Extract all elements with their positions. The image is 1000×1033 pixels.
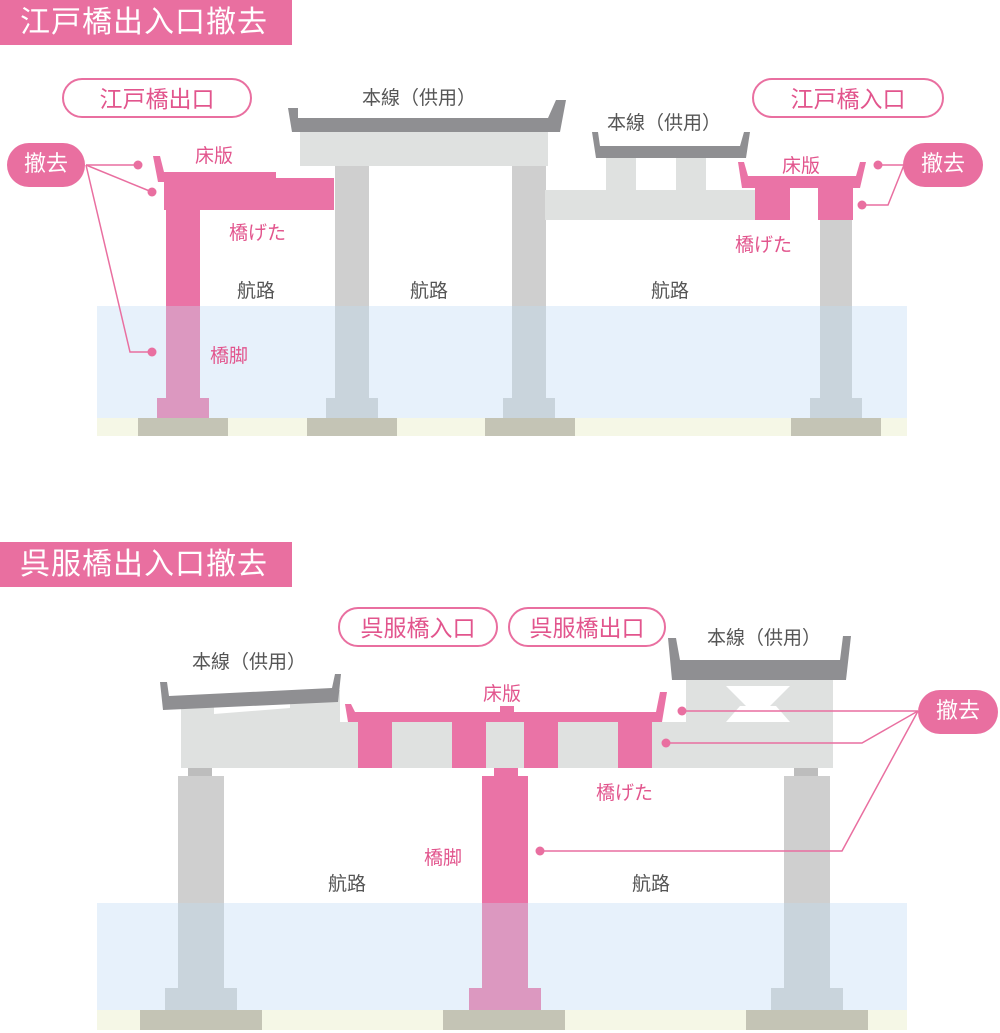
section-title-gofukubashi: 呉服橋出入口撤去 (0, 542, 292, 587)
channel-label-1: 航路 (328, 873, 367, 895)
exit-pier-base (157, 398, 209, 418)
exit-pier-underwater (166, 306, 200, 400)
mainline-deck-right (592, 132, 750, 158)
channel-label-2: 航路 (410, 280, 449, 302)
pier-right (784, 776, 830, 903)
mainline-post-1 (606, 156, 636, 190)
gofukubashi-diagram (97, 636, 919, 1030)
entrance-girder-b (818, 188, 853, 220)
edobashi-exit-label: 江戸橋出口 (62, 78, 252, 118)
exit-deck (153, 156, 276, 182)
footing-1 (138, 418, 228, 436)
exit-pier (166, 206, 200, 306)
gofukubashi-exit-label: 呉服橋出口 (508, 607, 666, 647)
water (97, 306, 907, 418)
mainline-girder-left (300, 128, 548, 166)
footing-4 (791, 418, 881, 436)
mainline-label-left: 本線（供用） (192, 651, 307, 673)
mainline-deck-right (668, 636, 851, 680)
edobashi-entrance-label: 江戸橋入口 (752, 78, 944, 118)
pier-label: 橋脚 (424, 847, 463, 869)
edobashi-diagram (85, 100, 914, 436)
girder-label-left: 橋げた (229, 222, 287, 244)
channel-label-3: 航路 (651, 280, 690, 302)
removal-badge-right: 撤去 (903, 143, 983, 187)
removed-pier-underwater (482, 903, 528, 990)
footing-2 (307, 418, 397, 436)
channel-label-1: 航路 (237, 280, 276, 302)
deck-label-right: 床版 (782, 155, 821, 177)
footing-center (443, 1010, 565, 1030)
mainline-label-left: 本線（供用） (362, 87, 477, 109)
exit-girder (164, 178, 334, 210)
removed-girder-2 (452, 722, 486, 768)
deck-label-left: 床版 (195, 145, 234, 167)
main-girder (181, 722, 833, 768)
entrance-girder-a (755, 188, 790, 220)
mainline-deck-left (288, 100, 566, 132)
deck-label: 床版 (483, 683, 522, 705)
mainline-label-right: 本線（供用） (707, 627, 822, 649)
removed-deck (345, 692, 667, 722)
mainline-girder-right (545, 190, 755, 220)
girder-label: 橋げた (596, 782, 654, 804)
girder-label-right: 橋げた (735, 234, 793, 256)
gofukubashi-entrance-label: 呉服橋入口 (338, 607, 498, 647)
removed-girder-4 (618, 722, 652, 768)
removal-badge-left: 撤去 (7, 143, 85, 187)
removed-pier (482, 776, 528, 903)
section-title-edobashi: 江戸橋出入口撤去 (0, 0, 292, 45)
pier-left (178, 776, 224, 903)
channel-label-2: 航路 (632, 873, 671, 895)
entrance-deck (738, 162, 866, 188)
pier-label: 橋脚 (210, 345, 249, 367)
removed-girder-1 (358, 722, 392, 768)
removal-badge: 撤去 (918, 690, 998, 734)
mainline-deck-left (160, 674, 341, 710)
mainline-post-2 (676, 156, 706, 190)
mainline-label-right: 本線（供用） (607, 112, 722, 134)
removed-girder-3 (524, 722, 558, 768)
footing-right (746, 1010, 868, 1030)
footing-left (140, 1010, 262, 1030)
footing-3 (485, 418, 575, 436)
removed-pier-base (469, 988, 541, 1010)
